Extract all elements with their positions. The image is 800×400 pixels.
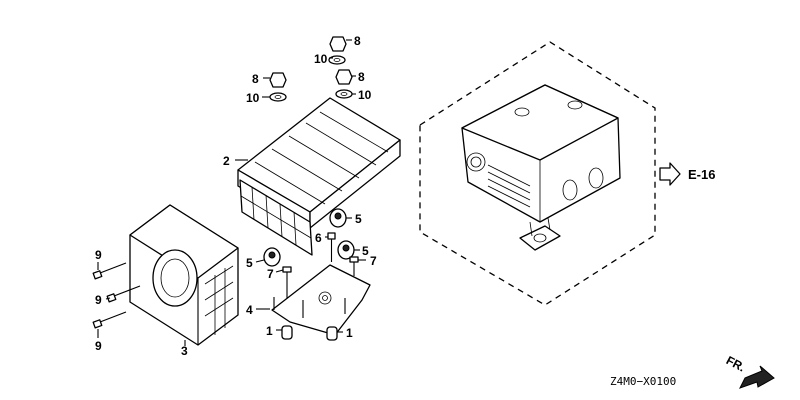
washer-10-top <box>328 55 346 65</box>
callout-10-left: 10 <box>246 91 260 105</box>
callout-7-left: 7 <box>267 267 274 281</box>
leader-lines <box>97 39 366 346</box>
washer-10-right <box>335 89 353 99</box>
collar-1-right <box>326 326 338 341</box>
reference-label: E-16 <box>688 167 715 182</box>
callout-10-right: 10 <box>358 88 372 102</box>
front-direction-arrow <box>738 365 775 389</box>
front-direction-label: FR. <box>724 353 748 374</box>
callout-5-mid: 5 <box>362 244 369 258</box>
callout-1-right: 1 <box>346 326 353 340</box>
nut-8-top <box>329 36 347 52</box>
callout-1-left: 1 <box>266 324 273 338</box>
front-cover <box>129 204 239 346</box>
callout-3: 3 <box>181 344 188 358</box>
callout-9-a: 9 <box>95 248 102 262</box>
stud-4-b <box>302 298 346 318</box>
base-plate <box>271 264 371 336</box>
callout-8-right: 8 <box>358 70 365 84</box>
callout-7-right: 7 <box>370 254 377 268</box>
reference-arrow <box>659 162 681 186</box>
callout-8-top: 8 <box>354 34 361 48</box>
grommet-5-upper <box>329 208 347 228</box>
callout-4: 4 <box>246 303 253 317</box>
bolt-9-a <box>92 262 127 280</box>
bolt-6 <box>327 232 336 262</box>
grommet-5-left <box>263 247 281 267</box>
bolt-7-left <box>282 266 292 298</box>
drawing-code: Z4M0−X0100 <box>610 375 676 388</box>
bolt-9-c <box>92 311 127 329</box>
bolt-9-b <box>106 285 141 303</box>
callout-9-b: 9 <box>95 293 102 307</box>
callout-8-left: 8 <box>252 72 259 86</box>
callout-9-c: 9 <box>95 339 102 353</box>
callout-5-left: 5 <box>246 256 253 270</box>
callout-2: 2 <box>223 154 230 168</box>
washer-10-left <box>269 92 287 102</box>
callout-5-upper: 5 <box>355 212 362 226</box>
engine-assembly <box>419 41 656 306</box>
callout-6: 6 <box>315 231 322 245</box>
collar-1-left <box>281 325 293 340</box>
exhaust-cover <box>237 97 401 256</box>
callout-10-top: 10 <box>314 52 328 66</box>
grommet-5-mid <box>337 240 355 260</box>
nut-8-right <box>335 69 353 85</box>
bolt-7-right <box>349 256 359 276</box>
nut-8-left <box>269 72 287 88</box>
